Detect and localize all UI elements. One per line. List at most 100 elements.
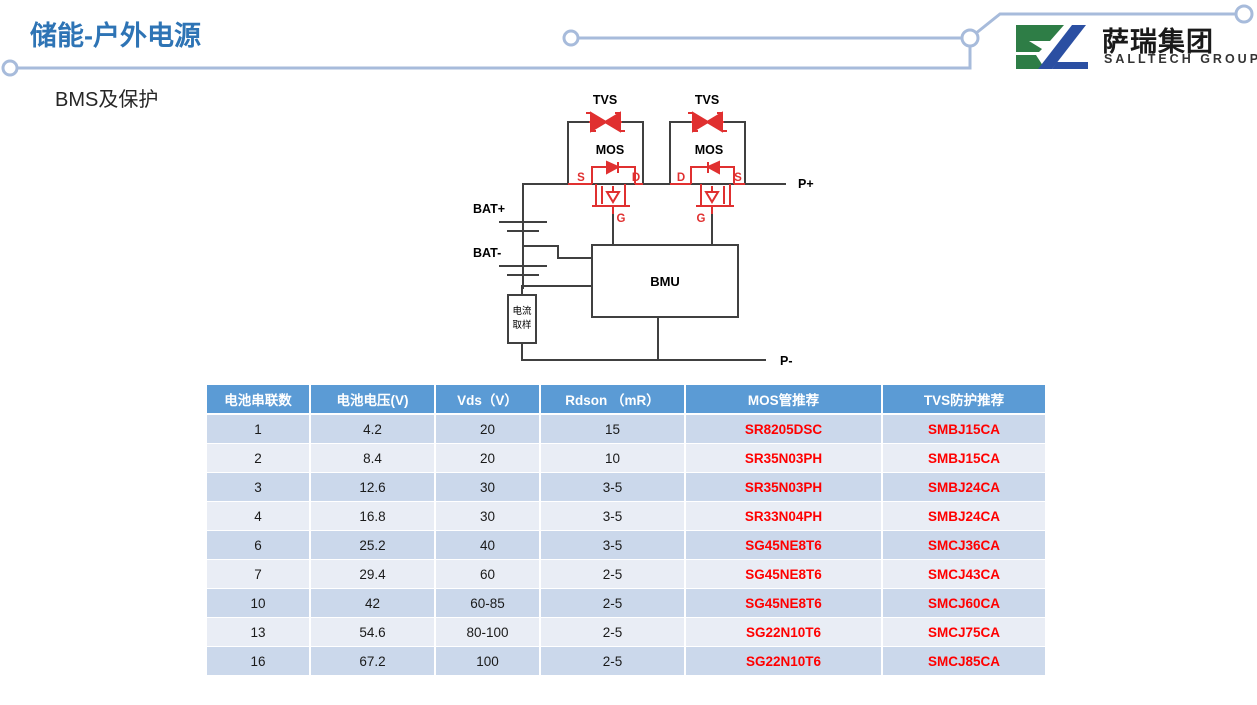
page-title: 储能-户外电源 [30,21,201,51]
cell-battery-voltage: 42 [310,588,436,618]
cell-vds: 60 [435,559,541,589]
cell-vds: 20 [435,443,541,473]
deco-upper-line [969,12,1243,40]
cell-series-count: 16 [207,646,311,676]
cell-series-count: 1 [207,414,311,444]
cell-mos-part: SR35N03PH [685,472,883,502]
table-row: 4 16.8 30 3-5 SR33N04PH SMBJ24CA [207,501,1045,531]
cell-rdson: 2-5 [540,646,686,676]
label-source-right: S [734,172,742,184]
cell-battery-voltage: 4.2 [310,414,436,444]
mosfet-left-symbol [568,160,643,214]
cell-series-count: 4 [207,501,311,531]
cell-rdson: 2-5 [540,588,686,618]
cell-rdson: 2-5 [540,559,686,589]
cell-rdson: 3-5 [540,530,686,560]
deco-circle-middle [562,29,580,47]
col-header-series-count: 电池串联数 [207,385,311,415]
label-shunt-line2: 取样 [512,319,531,331]
cell-rdson: 10 [540,443,686,473]
cell-series-count: 7 [207,559,311,589]
mosfet-right-symbol [670,160,745,214]
cell-vds: 40 [435,530,541,560]
cell-vds: 30 [435,472,541,502]
shunt-box [507,294,537,344]
cell-vds: 20 [435,414,541,444]
cell-mos-part: SG22N10T6 [685,617,883,647]
bms-circuit-diagram: TVS TVS MOS MOS S D G D S G BAT+ BAT- P+… [473,93,814,368]
cell-tvs-part: SMCJ36CA [882,530,1045,560]
tvs-right-symbol [688,111,727,133]
logo-mark-icon [1016,25,1088,69]
col-header-battery-voltage: 电池电压(V) [310,385,436,415]
cell-series-count: 3 [207,472,311,502]
cell-rdson: 3-5 [540,501,686,531]
table-row: 10 42 60-85 2-5 SG45NE8T6 SMCJ60CA [207,588,1045,618]
cell-series-count: 13 [207,617,311,647]
cell-series-count: 6 [207,530,311,560]
mos-tvs-recommendation-table: 电池串联数 电池电压(V) Vds（V） Rdson （mR） MOS管推荐 T… [207,385,1045,676]
logo-name-cn: 萨瑞集团 [1102,27,1214,57]
cell-tvs-part: SMBJ15CA [882,443,1045,473]
cell-tvs-part: SMCJ85CA [882,646,1045,676]
label-shunt-line1: 电流 [512,305,532,317]
logo-green-shape-lower [1016,55,1045,69]
label-gate-right: G [697,213,706,225]
cell-battery-voltage: 12.6 [310,472,436,502]
header-decoration [1,4,1254,77]
label-drain-right: D [677,172,685,184]
cell-vds: 80-100 [435,617,541,647]
cell-series-count: 10 [207,588,311,618]
label-p-minus: P- [780,354,793,368]
cell-tvs-part: SMCJ60CA [882,588,1045,618]
cell-battery-voltage: 29.4 [310,559,436,589]
cell-series-count: 2 [207,443,311,473]
label-bmu: BMU [650,274,680,289]
cell-mos-part: SR35N03PH [685,443,883,473]
cell-battery-voltage: 8.4 [310,443,436,473]
deco-circle-node [960,28,980,48]
logo-name-en: SALLTECH GROUP [1104,52,1257,66]
logo-green-shape [1016,25,1064,52]
cell-battery-voltage: 16.8 [310,501,436,531]
cell-vds: 30 [435,501,541,531]
label-mos-right: MOS [695,143,723,157]
table-body: 1 4.2 20 15 SR8205DSC SMBJ15CA 2 8.4 20 … [207,414,1045,676]
label-mos-left: MOS [596,143,624,157]
wire-bat-minus-tap [522,245,593,259]
label-source-left: S [577,172,585,184]
cell-battery-voltage: 67.2 [310,646,436,676]
table-row: 13 54.6 80-100 2-5 SG22N10T6 SMCJ75CA [207,617,1045,647]
col-header-rdson: Rdson （mR） [540,385,686,415]
cell-rdson: 2-5 [540,617,686,647]
cell-mos-part: SG45NE8T6 [685,530,883,560]
cell-tvs-part: SMBJ24CA [882,472,1045,502]
table-row: 1 4.2 20 15 SR8205DSC SMBJ15CA [207,414,1045,444]
label-drain-left: D [632,172,640,184]
table-row: 6 25.2 40 3-5 SG45NE8T6 SMCJ36CA [207,530,1045,560]
table-row: 2 8.4 20 10 SR35N03PH SMBJ15CA [207,443,1045,473]
label-tvs-right: TVS [695,93,719,107]
logo-blue-base [1052,62,1088,69]
cell-tvs-part: SMCJ43CA [882,559,1045,589]
deco-circle-left [1,59,19,77]
section-subtitle: BMS及保护 [55,89,159,111]
cell-vds: 100 [435,646,541,676]
cell-mos-part: SR33N04PH [685,501,883,531]
cell-vds: 60-85 [435,588,541,618]
tvs-left-symbol [586,111,625,133]
deco-lower-line [14,40,972,70]
cell-rdson: 3-5 [540,472,686,502]
company-logo: 萨瑞集团 SALLTECH GROUP [1012,18,1257,76]
label-gate-left: G [617,213,626,225]
bmu-box [591,244,739,318]
cell-mos-part: SR8205DSC [685,414,883,444]
col-header-tvs-recommend: TVS防护推荐 [882,385,1045,415]
col-header-vds: Vds（V） [435,385,541,415]
cell-rdson: 15 [540,414,686,444]
cell-tvs-part: SMBJ24CA [882,501,1045,531]
cell-battery-voltage: 54.6 [310,617,436,647]
label-bat-plus: BAT+ [473,202,505,216]
table-row: 16 67.2 100 2-5 SG22N10T6 SMCJ85CA [207,646,1045,676]
